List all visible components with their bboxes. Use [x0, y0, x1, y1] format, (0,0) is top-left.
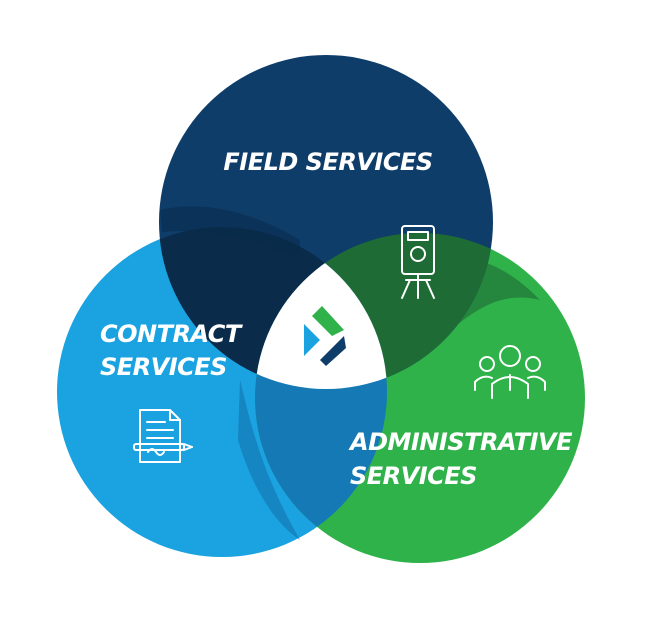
admin-inner-band: [430, 258, 540, 350]
field-services-label: FIELD SERVICES: [223, 148, 432, 176]
center-overlap: [255, 233, 387, 389]
field-services-label-line-1: FIELD SERVICES: [223, 148, 432, 176]
administrative-services-label-line-2: SERVICES: [350, 462, 477, 490]
contract-services-label-line-2: SERVICES: [100, 353, 227, 381]
contract-inner-band: [238, 380, 300, 540]
administrative-services-label: ADMINISTRATIVE SERVICES: [348, 428, 580, 490]
surveying-total-station-icon: [401, 225, 435, 299]
contract-document-pen-icon: [133, 409, 193, 463]
administrative-services-label-line-1: ADMINISTRATIVE: [348, 428, 573, 456]
contract-services-label-line-1: CONTRACT: [100, 320, 243, 348]
field-inner-shadow: [160, 206, 300, 260]
team-people-icon: [474, 345, 546, 399]
contract-services-label: CONTRACT SERVICES: [100, 320, 249, 381]
company-arrow-logo-icon: [304, 306, 346, 366]
